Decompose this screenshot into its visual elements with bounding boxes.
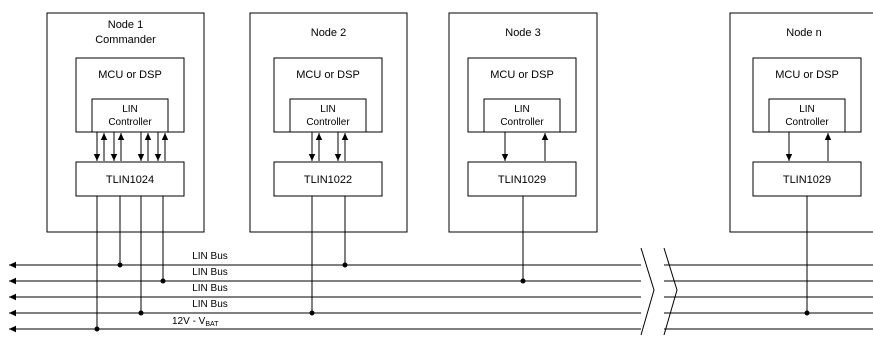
- node-2-junction-bus-4: [309, 310, 315, 316]
- node-1-transceiver-label: TLIN1024: [106, 174, 154, 186]
- node-1-controller-line1: LIN: [122, 104, 138, 115]
- bus-labels: LIN Bus LIN Bus LIN Bus LIN Bus 12V - VB…: [172, 251, 228, 328]
- node-2-title: Node 2: [311, 27, 346, 39]
- node-n-junction-bus-4: [804, 310, 810, 316]
- node-2-mcu-label: MCU or DSP: [296, 69, 360, 81]
- node-2-transceiver: [273, 161, 383, 197]
- node-3: Node 3 MCU or DSP LIN Controller TLIN102…: [448, 12, 598, 233]
- node-2-lin-controller: [289, 98, 367, 133]
- node-n-lin-controller: [768, 98, 846, 133]
- node-3-transceiver-label: TLIN1029: [498, 174, 546, 186]
- node-1-junction-bus-4: [138, 310, 144, 316]
- node-n: Node n MCU or DSP LIN Controller TLIN102…: [729, 12, 873, 233]
- node-2-transceiver-label: TLIN1022: [304, 174, 352, 186]
- node-1-lin-controller: [91, 98, 169, 133]
- node-1-mcu-label: MCU or DSP: [98, 69, 162, 81]
- node-n-transceiver: [752, 161, 862, 197]
- node-n-mcu-label: MCU or DSP: [775, 69, 839, 81]
- node-3-title: Node 3: [505, 27, 540, 39]
- node-3-lin-controller: [483, 98, 561, 133]
- node-2: Node 2 MCU or DSP LIN Controller TLIN102…: [249, 12, 408, 233]
- node-2-controller-line2: Controller: [306, 117, 350, 128]
- bus-break-mark-right: [663, 247, 678, 336]
- node-1-transceiver: [75, 161, 185, 197]
- vbat-label-subscript: BAT: [205, 321, 219, 328]
- lin-bus-3-label: LIN Bus: [192, 283, 228, 294]
- node-3-junction-bus-2: [520, 278, 526, 284]
- node-1-junction-vbat: [94, 326, 100, 332]
- bus-break-mark-left: [640, 247, 655, 336]
- node-3-transceiver: [467, 161, 577, 197]
- node-n-controller-line2: Controller: [785, 117, 829, 128]
- bus-lines: [9, 247, 873, 336]
- node-n-controller-line1: LIN: [799, 104, 815, 115]
- node-n-transceiver-label: TLIN1029: [783, 174, 831, 186]
- node-1: Node 1 Commander MCU or DSP LIN Controll…: [46, 12, 205, 233]
- lin-bus-4-label: LIN Bus: [192, 299, 228, 310]
- node-1-title: Node 1: [108, 19, 143, 31]
- vbat-label-main: 12V - V: [172, 316, 206, 327]
- node-1-controller-line2: Controller: [108, 117, 152, 128]
- bus-connections: [94, 196, 810, 332]
- node-2-controller-line1: LIN: [320, 104, 336, 115]
- lin-bus-2-label: LIN Bus: [192, 267, 228, 278]
- vbat-label: 12V - VBAT: [172, 316, 219, 328]
- lin-bus-1-label: LIN Bus: [192, 251, 228, 262]
- node-1-junction-bus-2: [160, 278, 166, 284]
- node-3-mcu-label: MCU or DSP: [490, 69, 554, 81]
- node-3-controller-line1: LIN: [514, 104, 530, 115]
- node-1-junction-bus-1: [117, 262, 123, 268]
- node-1-role: Commander: [95, 34, 156, 46]
- node-n-title: Node n: [786, 27, 821, 39]
- node-2-junction-bus-1: [342, 262, 348, 268]
- node-3-controller-line2: Controller: [500, 117, 544, 128]
